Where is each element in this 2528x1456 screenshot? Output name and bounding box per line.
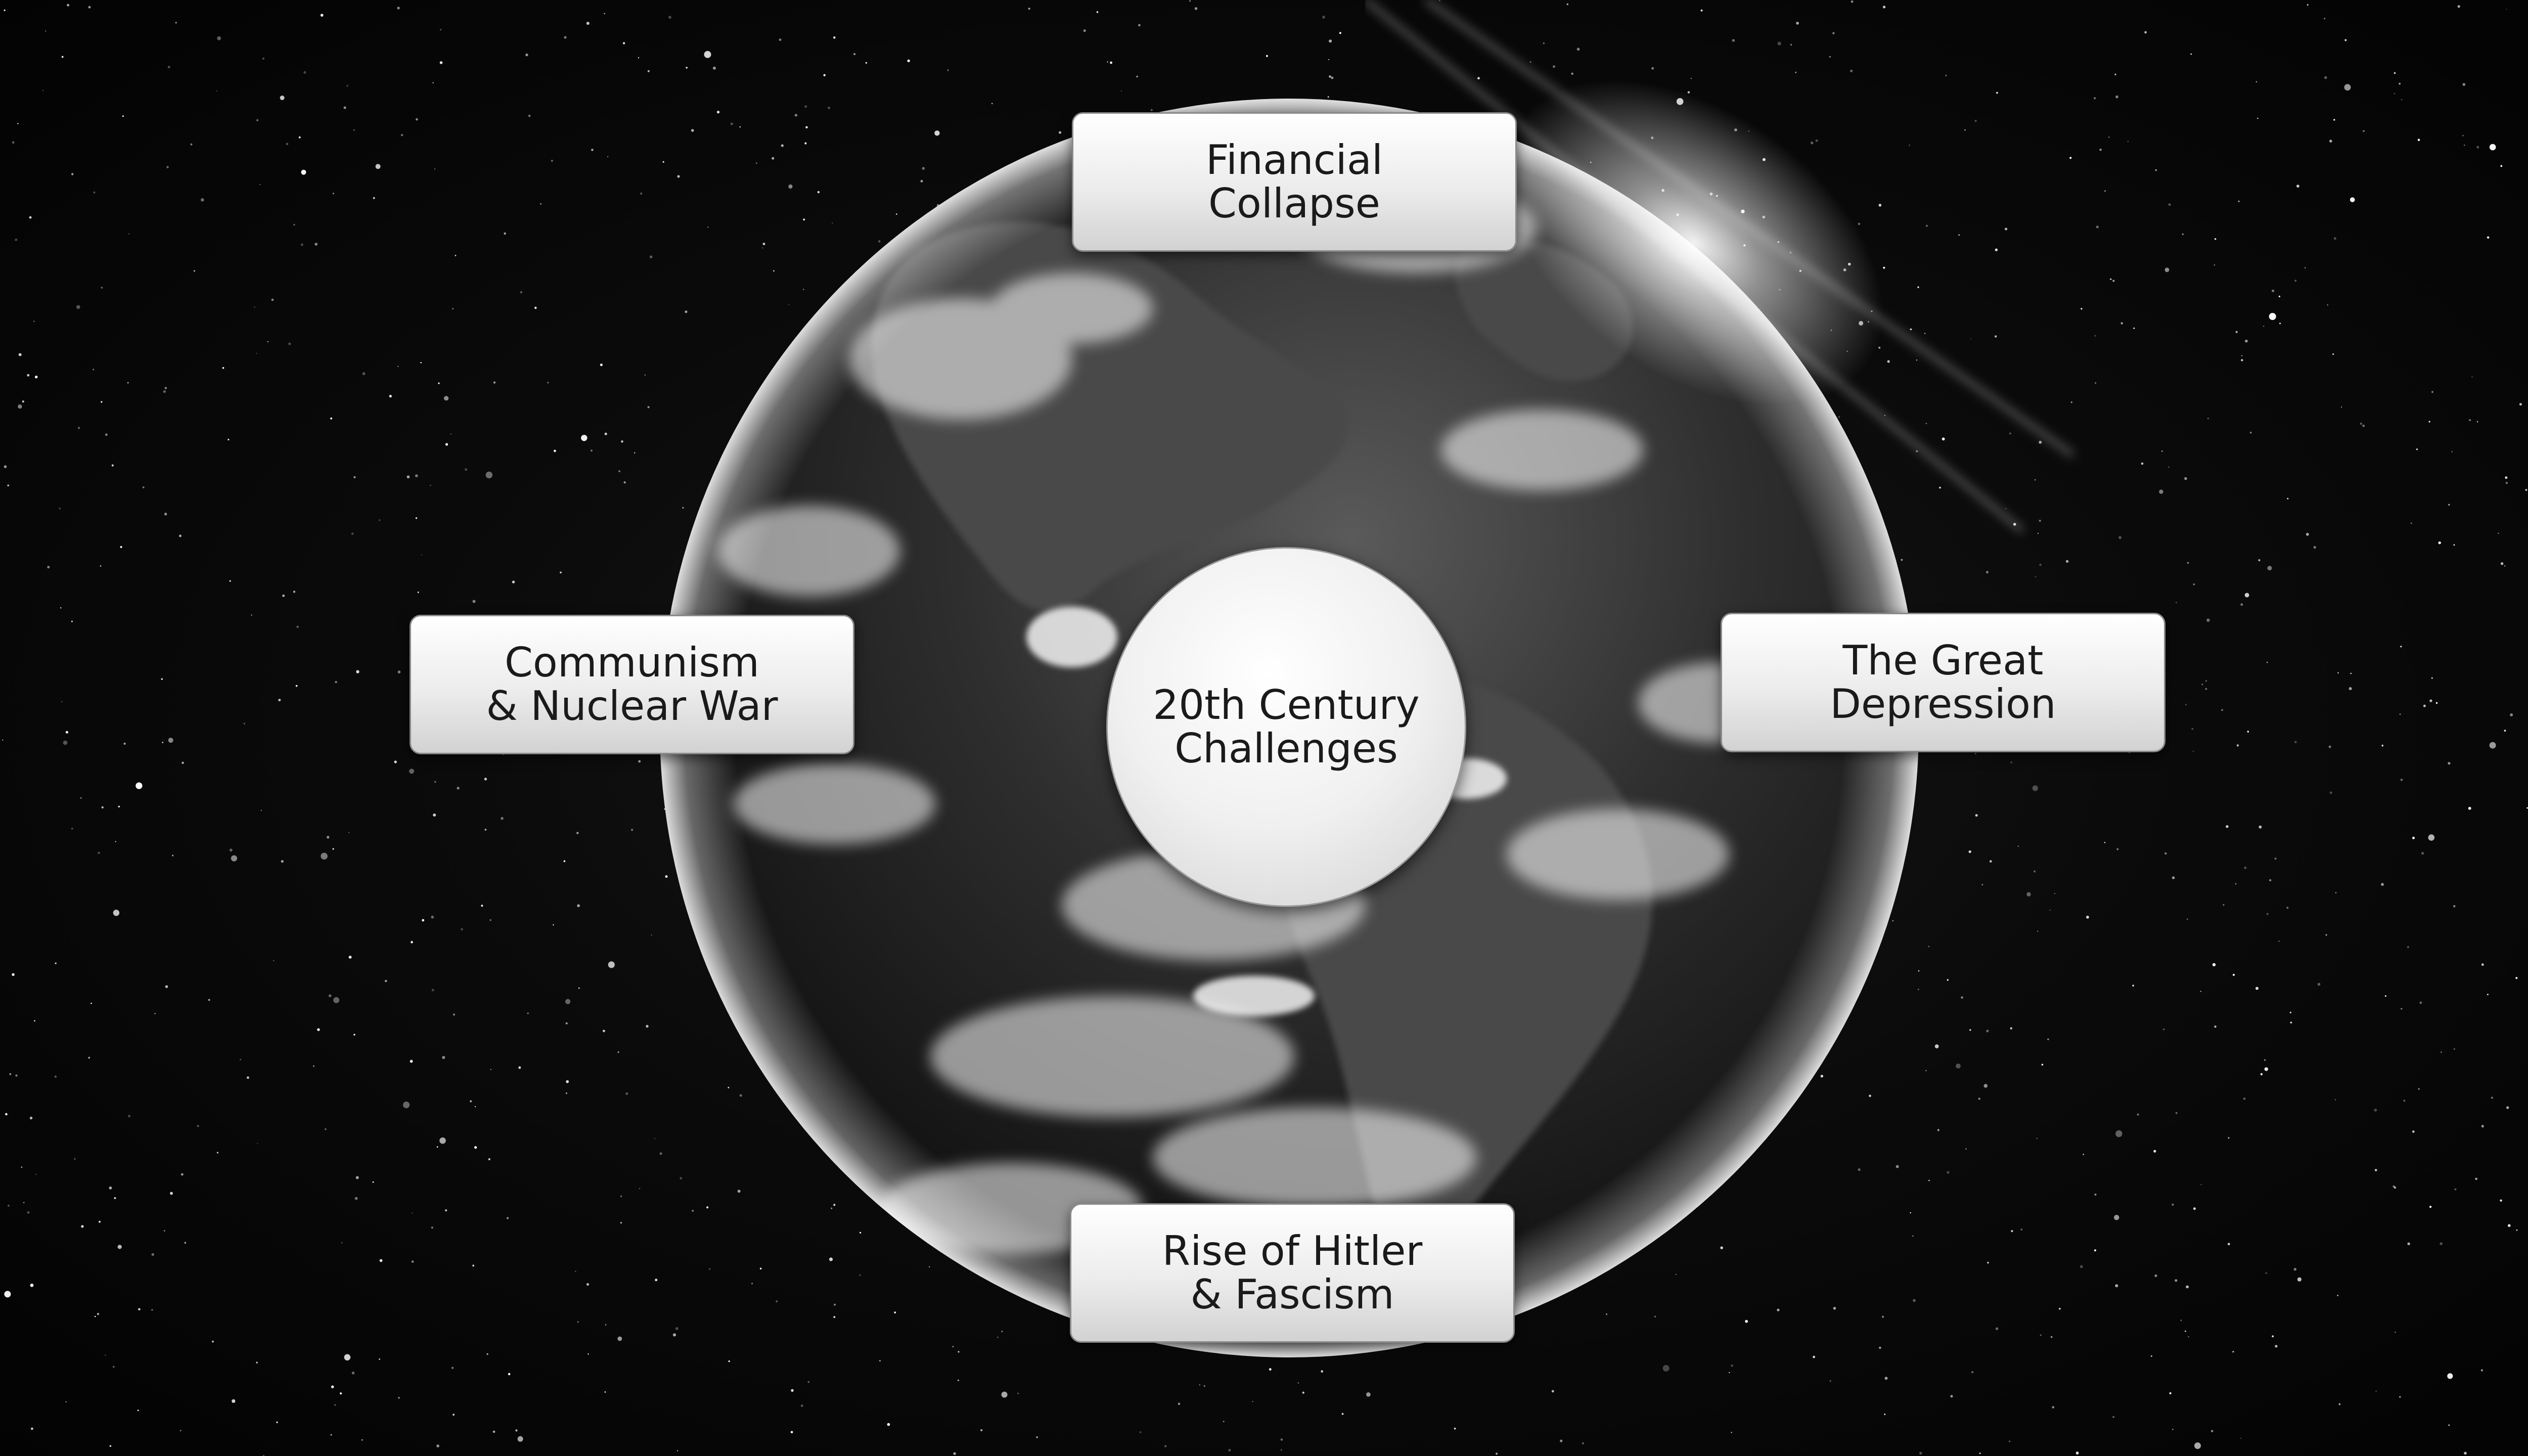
sun-flare <box>1365 0 2124 556</box>
center-hub-label: 20th Century Challenges <box>1153 684 1419 770</box>
node-label: Financial Collapse <box>1206 139 1383 225</box>
node-rise-of-hitler-fascism: Rise of Hitler & Fascism <box>1070 1203 1515 1343</box>
center-hub-circle: 20th Century Challenges <box>1106 547 1466 907</box>
node-label: Rise of Hitler & Fascism <box>1162 1230 1423 1316</box>
node-label: The Great Depression <box>1830 639 2056 726</box>
node-great-depression: The Great Depression <box>1721 613 2165 752</box>
node-label: Communism & Nuclear War <box>486 641 778 728</box>
node-financial-collapse: Financial Collapse <box>1072 112 1517 252</box>
node-communism-nuclear-war: Communism & Nuclear War <box>410 615 854 754</box>
